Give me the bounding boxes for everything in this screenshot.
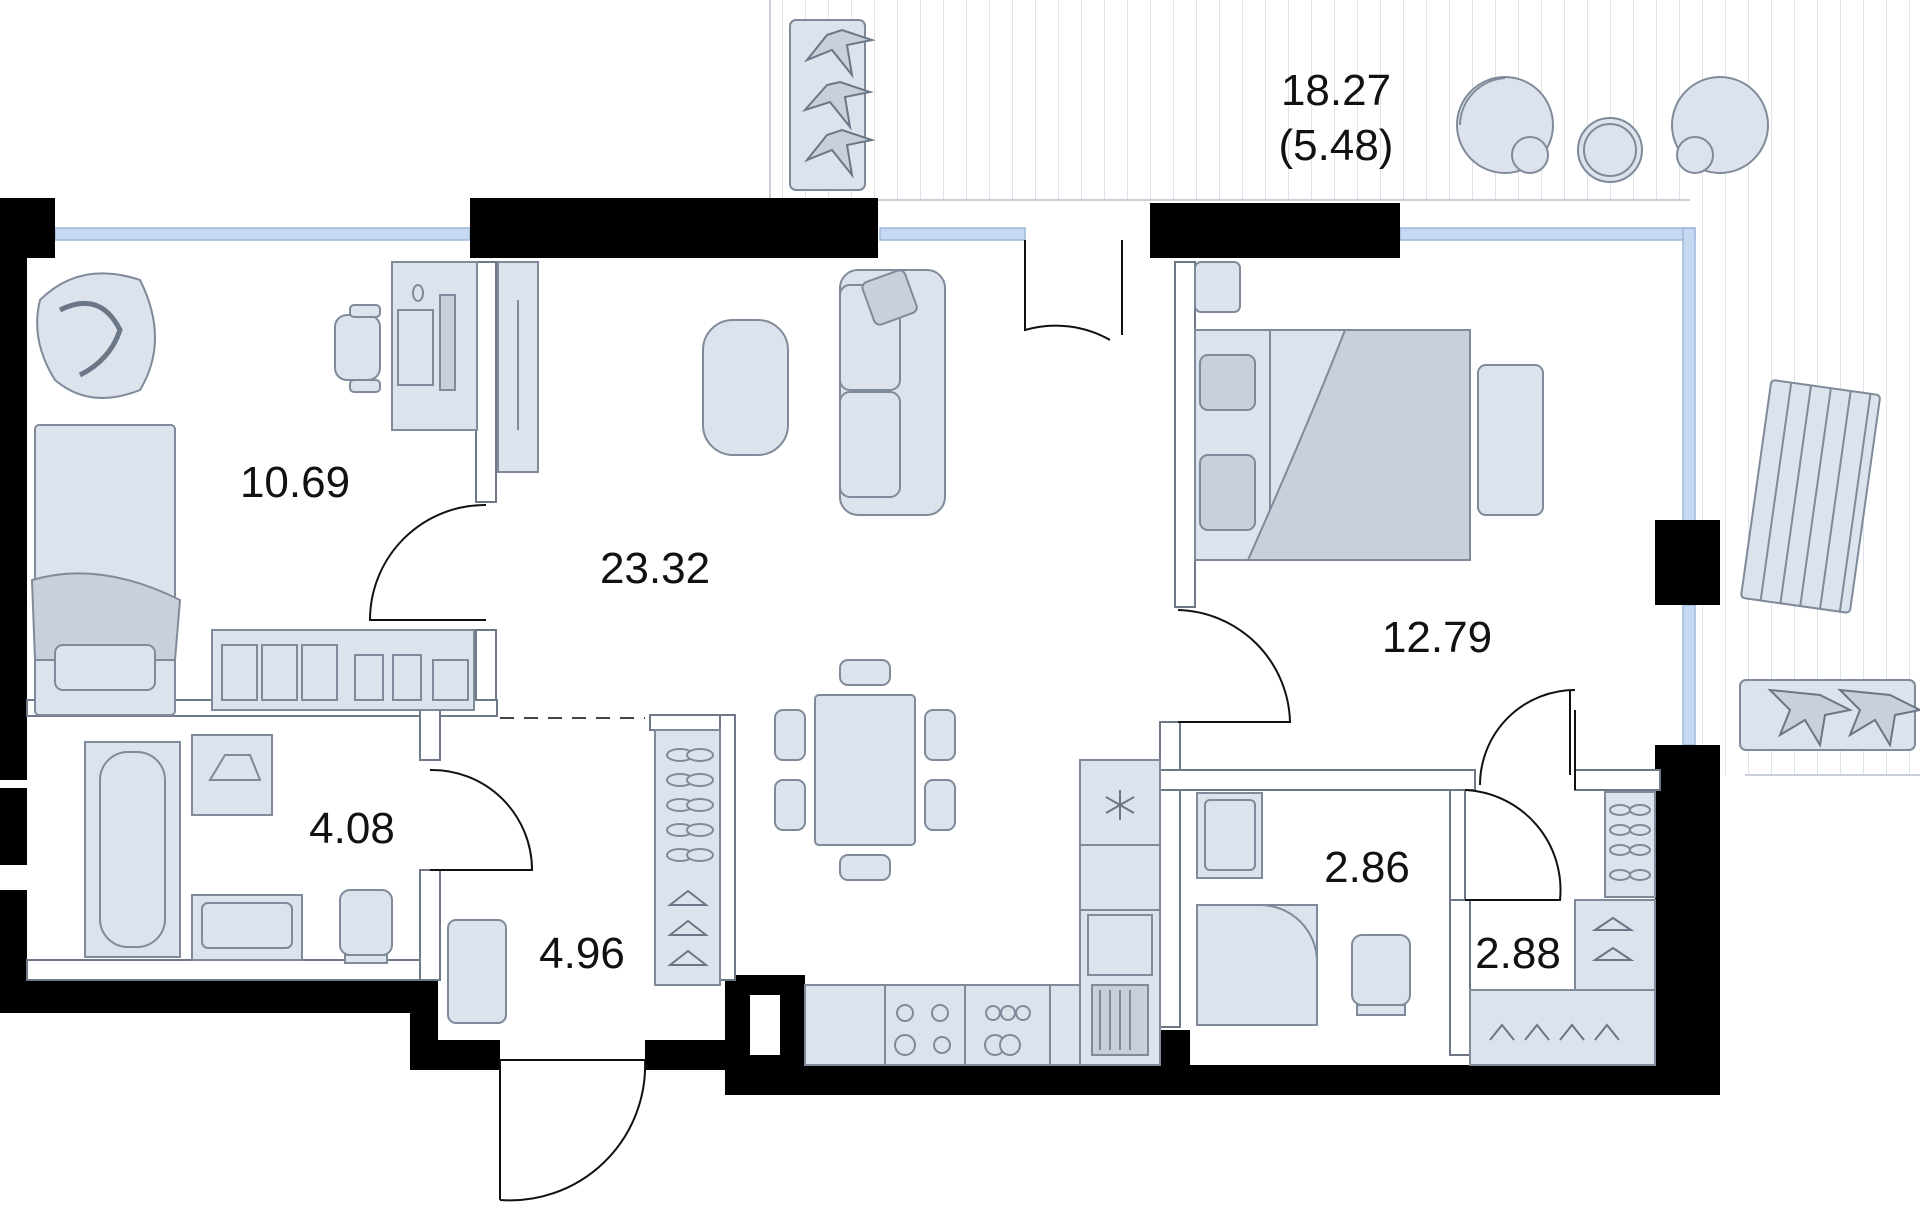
hanger-icon — [1489, 916, 1635, 1041]
room-area-living-kitchen: 23.32 — [600, 544, 710, 593]
plant-icon — [801, 28, 876, 179]
room-area-shower-room: 2.86 — [1324, 843, 1410, 892]
oven — [964, 984, 1051, 1066]
room-area-bathroom: 4.08 — [309, 804, 395, 853]
furniture — [30, 19, 1920, 1066]
sink-icon — [1196, 792, 1263, 879]
armchair-icon — [1671, 76, 1769, 174]
room-area-bedroom-left: 10.69 — [240, 458, 350, 507]
counter — [1049, 984, 1081, 1066]
toilet-icon — [1351, 934, 1411, 1016]
room-area-hallway: 4.96 — [539, 929, 625, 978]
counter — [804, 984, 886, 1066]
shower-tray — [1196, 904, 1318, 1026]
pouf — [36, 272, 156, 399]
hanger-icon — [667, 889, 709, 966]
ottoman-hall — [447, 919, 507, 1024]
room-area-wardrobe: 2.88 — [1475, 929, 1561, 978]
door-swings — [368, 240, 1576, 1202]
toilet-icon — [339, 889, 393, 964]
room-area-terrace-reduced: (5.48) — [1279, 121, 1394, 170]
ottoman — [702, 319, 789, 456]
desk — [391, 261, 478, 431]
nightstand — [1194, 261, 1241, 313]
shoe-rack — [1604, 791, 1656, 898]
wardrobe-hall — [654, 729, 721, 986]
dining-table — [774, 659, 956, 881]
plant-icon — [1767, 688, 1920, 748]
hanger-rail — [1469, 899, 1656, 1066]
bathtub-icon — [84, 741, 181, 958]
bed-icon — [1194, 329, 1471, 561]
sink-icon — [191, 894, 303, 961]
counter — [1079, 844, 1161, 911]
stove-icon — [884, 984, 966, 1066]
dresser — [211, 629, 475, 711]
snowflake-icon — [1105, 790, 1135, 820]
area-labels: 18.27 (5.48) 10.69 23.32 12.79 4.08 4.96… — [240, 66, 1561, 978]
bench — [1477, 364, 1544, 516]
room-area-bedroom-right: 12.79 — [1382, 613, 1492, 662]
armchair-icon — [1456, 76, 1554, 174]
lounge-chair — [1740, 379, 1881, 614]
washing-machine — [191, 734, 273, 816]
side-table — [1577, 117, 1643, 183]
sink-icon — [1079, 909, 1161, 1066]
desk-chair — [334, 304, 381, 393]
sofa-icon — [839, 269, 946, 516]
room-area-terrace: 18.27 — [1281, 66, 1391, 115]
bed-icon — [30, 424, 182, 716]
